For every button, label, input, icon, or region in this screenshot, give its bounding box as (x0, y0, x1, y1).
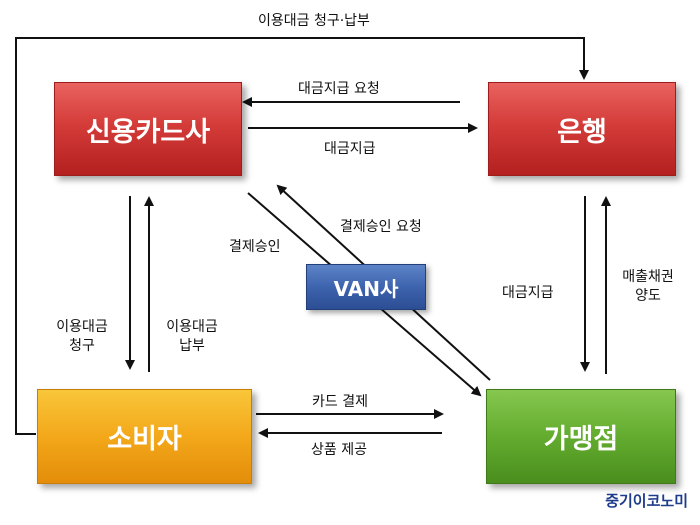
node-bank: 은행 (488, 82, 676, 176)
label-card-payment: 카드 결제 (312, 394, 368, 410)
label-product: 상품 제공 (311, 442, 367, 458)
label-bill-line1: 이용대금 (56, 319, 108, 335)
label-approval: 결제승인 (229, 239, 281, 255)
node-van: VAN사 (306, 264, 426, 310)
label-payment: 대금지급 (324, 141, 376, 157)
arrow-loop-consumer-bank (15, 37, 589, 435)
label-bill: 이용대금 청구 (46, 318, 118, 356)
brand-logo: 중기이코노미 (605, 492, 688, 510)
label-approval-request: 결제승인 요청 (340, 219, 422, 235)
label-bill-line2: 청구 (69, 338, 95, 354)
label-receivable-line1: 매출채권 (622, 269, 674, 285)
label-bank-payment: 대금지급 (502, 285, 554, 301)
label-payment-request: 대금지급 요청 (298, 81, 380, 97)
label-pay-line1: 이용대금 (166, 319, 218, 335)
node-consumer: 소비자 (37, 389, 252, 484)
node-merchant: 가맹점 (486, 389, 676, 484)
label-receivable-line2: 양도 (635, 288, 661, 304)
label-pay-line2: 납부 (179, 338, 205, 354)
label-pay: 이용대금 납부 (156, 318, 228, 356)
node-credit-card-company: 신용카드사 (54, 82, 242, 176)
label-top-loop: 이용대금 청구·납부 (258, 13, 370, 29)
label-receivable: 매출채권 양도 (612, 268, 684, 306)
